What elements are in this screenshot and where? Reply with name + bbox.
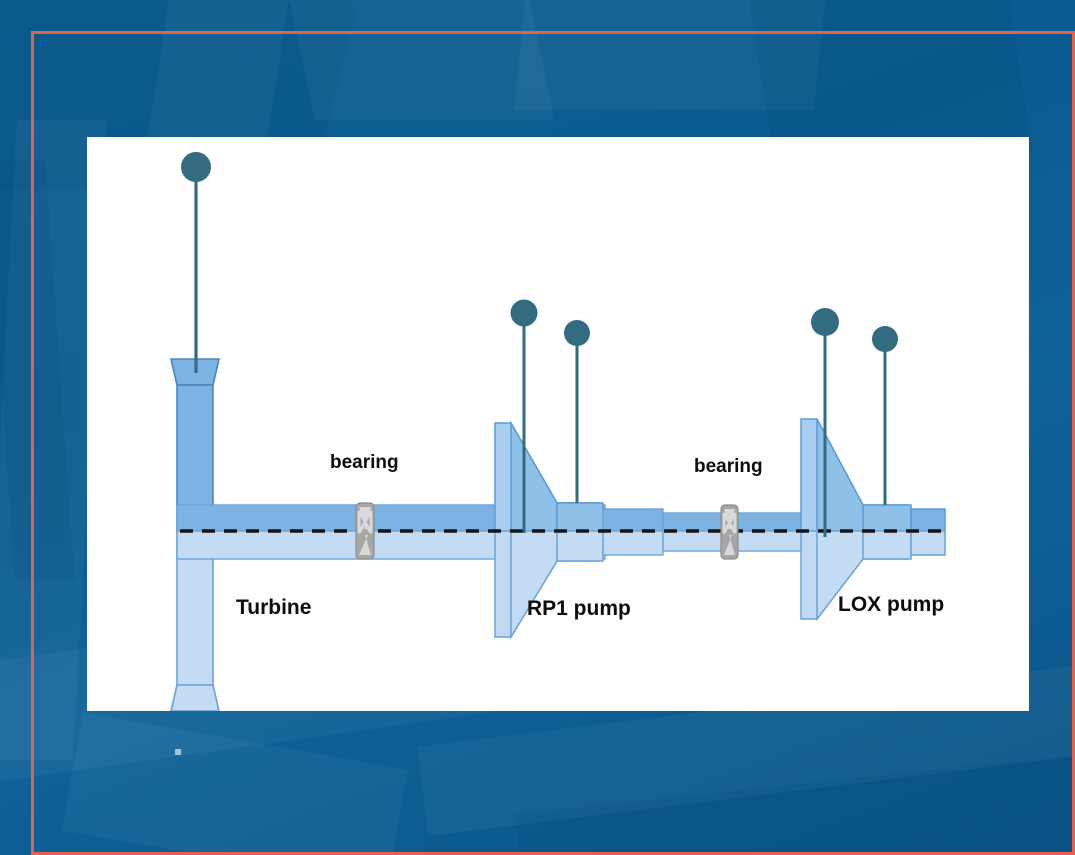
stray-dot-marker [175,749,181,755]
turbopump-cross-section-diagram [169,152,947,711]
rp1-shoulder-lower [602,530,664,556]
turbine-disc-bottom-flange-lower [170,684,220,711]
lox-outlet-upper [910,508,946,532]
lox-outlet-lower [910,530,946,556]
bearing-1-group[interactable] [355,502,375,560]
bearing-1-roller-upper [359,507,371,529]
probe-rp1-b-head-icon[interactable] [564,320,590,346]
turbine-flange-crease [212,684,220,711]
bearing-2-roller-upper [724,509,735,529]
bearing-2-group[interactable] [720,504,739,560]
bearing-1-roller-x [357,510,373,534]
lox-pump-rotor-group [800,418,946,622]
probe-rp1-b-group[interactable] [564,320,590,503]
turbine-flange-crease [170,358,178,386]
rp1-hub-block-lower [556,530,604,562]
diagram-panel: bearing bearing Turbine RP1 pump LOX pum… [87,137,1029,711]
turbine-flange-crease [170,684,178,711]
probe-lox-a-group[interactable] [811,308,839,537]
probe-lox-b-group[interactable] [872,326,898,505]
rp1-hub-block-upper [556,502,604,532]
label-rp1-pump: RP1 pump [527,597,631,620]
label-lox-pump: LOX pump [838,593,945,616]
probe-turbine-group[interactable] [181,152,211,373]
turbine-flange-crease [212,358,220,386]
label-turbine: Turbine [236,596,312,619]
probe-lox-a-head-icon[interactable] [811,308,839,336]
lox-hub-block-upper [862,504,912,532]
bearing-2-roller-x [722,512,737,534]
probe-lox-b-head-icon[interactable] [872,326,898,352]
label-bearing-2: bearing [694,456,763,477]
bearing-2-roller-lower [724,535,735,555]
rp1-shoulder-upper [602,508,664,532]
lox-hub-block-lower [862,530,912,560]
label-bearing-1: bearing [330,452,399,473]
slide-frame-border [31,31,1075,855]
probe-rp1-a-head-icon[interactable] [510,299,538,327]
probe-rp1-a-group[interactable] [510,299,538,534]
probe-turbine-head-icon[interactable] [181,152,211,182]
bearing-1-roller-lower [359,535,371,555]
